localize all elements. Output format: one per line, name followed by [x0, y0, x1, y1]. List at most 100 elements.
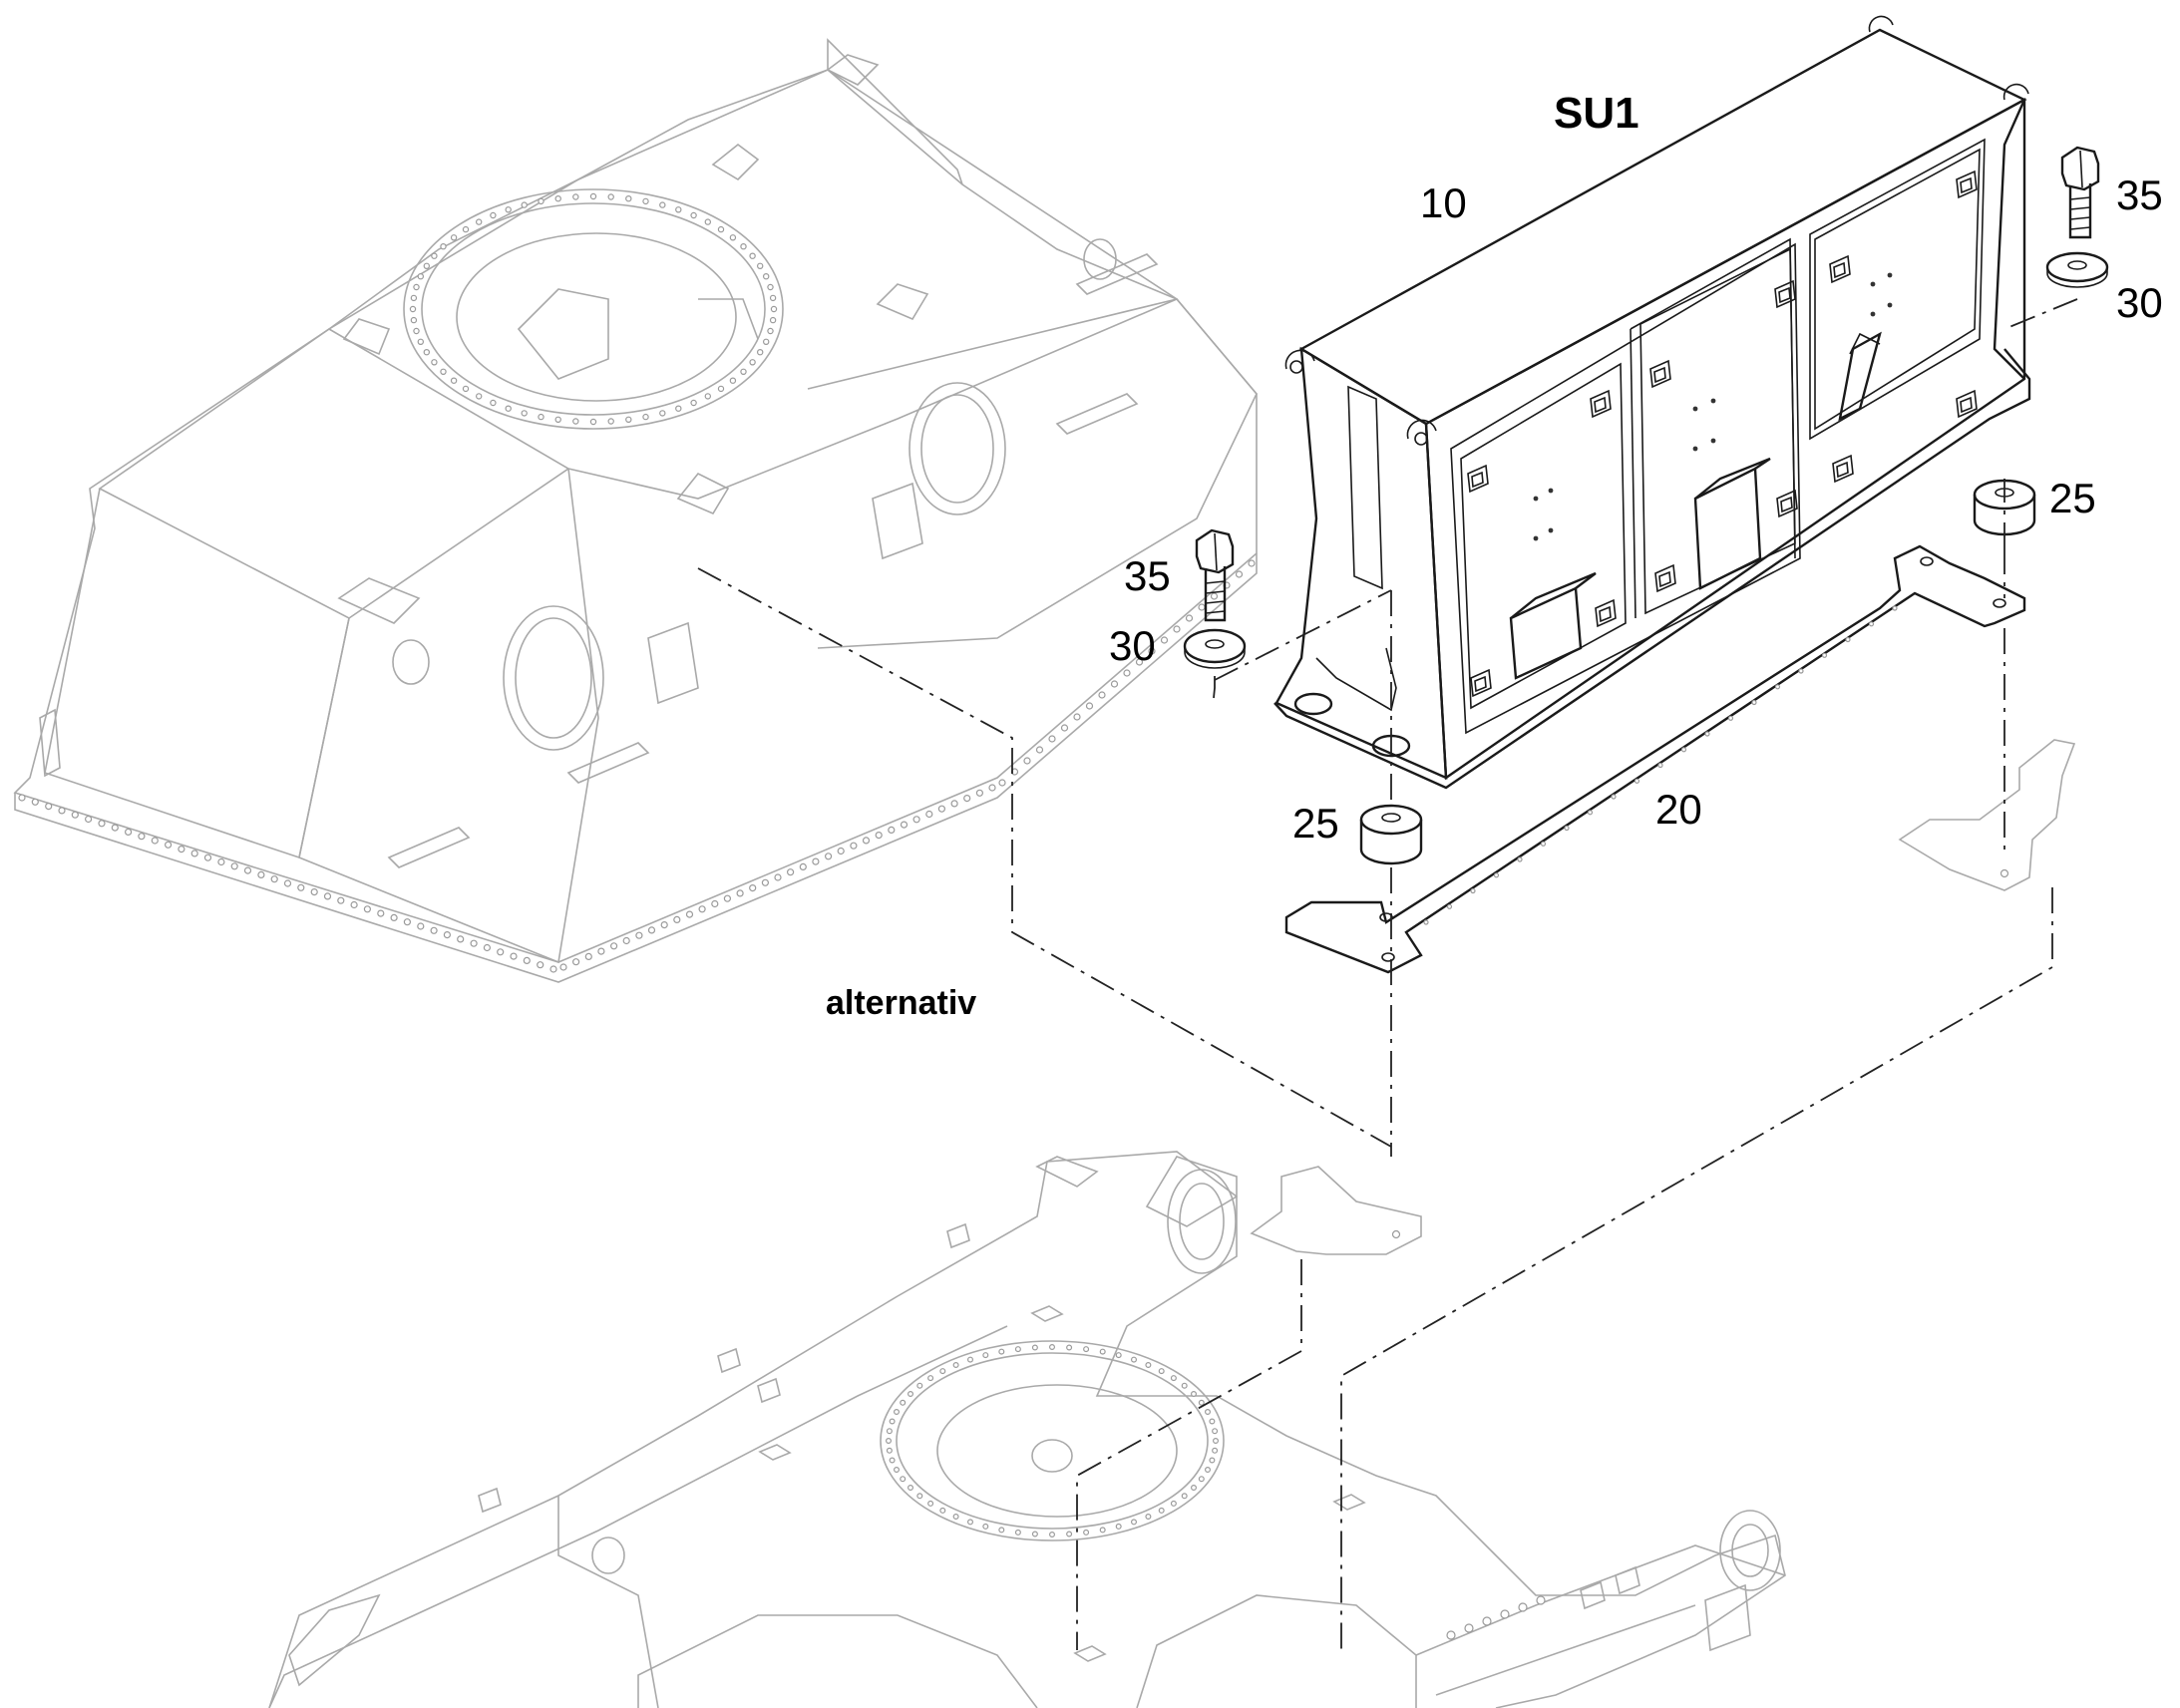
bolt-hole — [1190, 1390, 1197, 1397]
alternative-bracket-right — [1898, 739, 2076, 891]
bolt-hole — [571, 958, 580, 966]
bolt-hole — [270, 875, 278, 883]
bolt-hole — [217, 857, 225, 866]
bolt-hole — [1204, 1466, 1211, 1473]
bolt-hole — [243, 866, 252, 874]
bolt-hole — [1209, 1418, 1216, 1425]
bolt-hole — [740, 242, 747, 250]
bolt-hole — [413, 327, 420, 335]
bolt-hole — [625, 416, 632, 423]
bolt-hole — [675, 405, 682, 412]
callout-damper-left: 25 — [1292, 800, 1339, 847]
bolt-hole — [622, 936, 630, 945]
bolt-hole — [1073, 713, 1081, 721]
bolt-hole — [476, 393, 483, 400]
bolt-hole — [1198, 1476, 1205, 1483]
bolt-hole — [559, 963, 567, 971]
bolt-hole — [939, 1368, 946, 1375]
bolt-hole — [729, 377, 737, 384]
bolt-hole — [1099, 1527, 1106, 1534]
panel-screw — [1710, 438, 1716, 444]
bolt-hole — [704, 393, 712, 400]
bolt-hole — [363, 905, 371, 913]
callout-cabinet: 10 — [1420, 179, 1467, 226]
bolt-hole — [1423, 919, 1429, 925]
bolt-hole — [1185, 614, 1194, 622]
bolt-hole — [717, 385, 725, 393]
bolt-hole — [763, 338, 770, 345]
bolt-hole — [966, 1519, 973, 1526]
panel-screw — [1533, 496, 1539, 502]
bolt-hole — [1190, 1484, 1197, 1491]
bolt-hole — [875, 831, 883, 840]
bolt-hole — [757, 349, 764, 356]
bolt-hole — [457, 935, 465, 943]
bolt-hole — [440, 242, 447, 250]
bolt-hole — [476, 218, 483, 225]
bolt-hole — [757, 262, 764, 269]
door-latch — [1956, 170, 1978, 199]
bolt-hole — [1098, 691, 1106, 699]
bolt-hole — [763, 273, 770, 280]
bolt-hole — [635, 931, 643, 939]
bolt-hole — [1066, 1344, 1073, 1351]
bolt-hole — [505, 206, 512, 213]
bolt-hole — [350, 900, 358, 909]
bolt-hole — [1500, 1609, 1510, 1619]
bolt-hole — [799, 862, 807, 871]
bolt-hole — [151, 837, 159, 845]
bolt-hole — [749, 252, 756, 259]
panel-screw — [1887, 302, 1893, 308]
bolt-hole — [1085, 702, 1094, 710]
bolt-hole — [1099, 1348, 1106, 1355]
bolt-hole — [297, 883, 305, 891]
bolt-hole — [203, 854, 212, 861]
bolt-hole — [886, 1428, 893, 1435]
bolt-hole — [483, 943, 491, 952]
bolt-hole — [893, 1466, 900, 1473]
door-latch — [1467, 464, 1489, 494]
bolt-hole — [659, 410, 666, 417]
bolt-hole — [410, 316, 418, 324]
bolt-hole — [770, 305, 778, 313]
bolt-hole — [1868, 621, 1875, 627]
bolt-hole — [939, 1507, 946, 1514]
bolt-hole — [786, 868, 795, 876]
bolt-hole — [642, 197, 649, 205]
bolt-hole — [165, 841, 173, 849]
bolt-hole — [58, 807, 66, 815]
bolt-hole — [982, 1523, 989, 1530]
bolt-hole — [337, 896, 345, 904]
bolt-hole — [660, 920, 668, 929]
bolt-hole — [490, 399, 497, 407]
bolt-hole — [1083, 1346, 1090, 1353]
bolt-hole — [597, 947, 605, 955]
bolt-hole — [323, 892, 332, 900]
bolt-hole — [1170, 1375, 1177, 1382]
callout-plate: 20 — [1655, 786, 1702, 833]
panel-screw — [1692, 406, 1698, 412]
bolt-hole — [690, 399, 697, 407]
bolt-hole — [1210, 592, 1219, 600]
bolt-hole — [1158, 1507, 1165, 1514]
bolt-hole — [390, 913, 398, 922]
bolt-hole — [998, 1527, 1005, 1534]
bolt-hole — [900, 821, 908, 829]
bolt-hole — [417, 922, 425, 930]
bolt-hole — [998, 779, 1006, 787]
bolt-hole — [912, 816, 920, 824]
bolt-hole — [450, 377, 458, 384]
bolt-hole — [1160, 636, 1169, 644]
bolt-hole — [966, 1356, 973, 1363]
bolt-hole — [572, 193, 579, 200]
bolt-hole — [1564, 825, 1570, 832]
door-latch — [1774, 279, 1796, 309]
bolt-hole — [537, 961, 545, 969]
assembly-title: SU1 — [1554, 89, 1639, 138]
bolt-hole — [1518, 1602, 1528, 1612]
bolt-hole — [916, 1493, 923, 1500]
lower-undercarriage-frame — [268, 1151, 1786, 1708]
bolt-hole — [84, 815, 93, 824]
bolt-hole — [431, 359, 438, 366]
bolt-hole — [889, 1457, 896, 1464]
